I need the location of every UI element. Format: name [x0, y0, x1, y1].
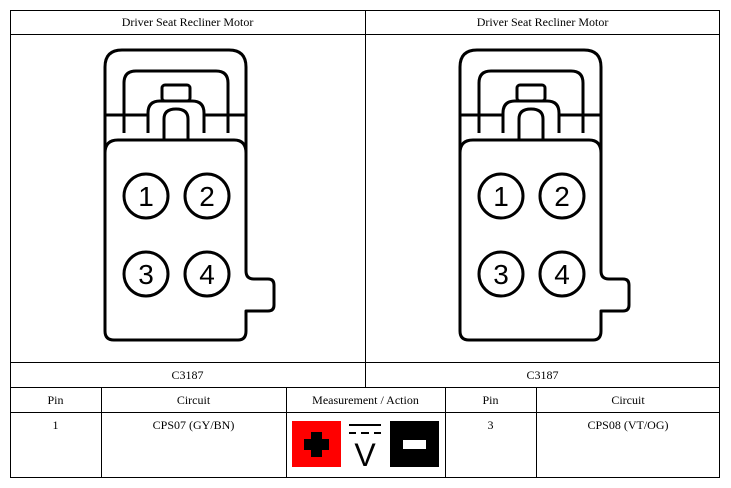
pin-a-value: 1	[52, 418, 59, 432]
positive-probe-icon	[292, 421, 341, 467]
pin-4-label: 4	[199, 259, 215, 290]
header-measurement: Measurement / Action	[312, 393, 419, 407]
pin-2-label: 2	[199, 181, 215, 212]
table-col-divider-1	[101, 387, 102, 478]
table-col-divider-3	[445, 387, 446, 478]
pin-3-label: 3	[138, 259, 154, 290]
pin-1-label: 1	[493, 181, 509, 212]
connector-id-right: C3187	[526, 368, 559, 382]
header-pin-b: Pin	[482, 393, 499, 407]
connector-title-left: Driver Seat Recliner Motor	[121, 15, 254, 29]
connector-id-left: C3187	[171, 368, 204, 382]
pin-b-value: 3	[487, 418, 494, 432]
circuit-a-value: CPS07 (GY/BN)	[152, 418, 235, 432]
header-circuit-a: Circuit	[176, 393, 211, 407]
connector-title-right: Driver Seat Recliner Motor	[476, 15, 609, 29]
circuit-b-value: CPS08 (VT/OG)	[587, 418, 669, 432]
connector-face-right: 1 2 3 4	[458, 48, 631, 342]
meter-symbol: V	[354, 437, 376, 467]
table-col-divider-4	[536, 387, 537, 478]
table-header-divider	[10, 412, 720, 413]
negative-probe-icon	[390, 421, 439, 467]
table-col-divider-2	[286, 387, 287, 478]
pin-3-label: 3	[493, 259, 509, 290]
pin-4-label: 4	[554, 259, 570, 290]
center-divider	[365, 10, 366, 388]
dc-voltage-icon: V	[349, 424, 381, 467]
pin-2-label: 2	[554, 181, 570, 212]
pin-1-label: 1	[138, 181, 154, 212]
header-pin-a: Pin	[47, 393, 64, 407]
connector-face-left: 1 2 3 4	[103, 48, 276, 342]
header-circuit-b: Circuit	[611, 393, 645, 407]
